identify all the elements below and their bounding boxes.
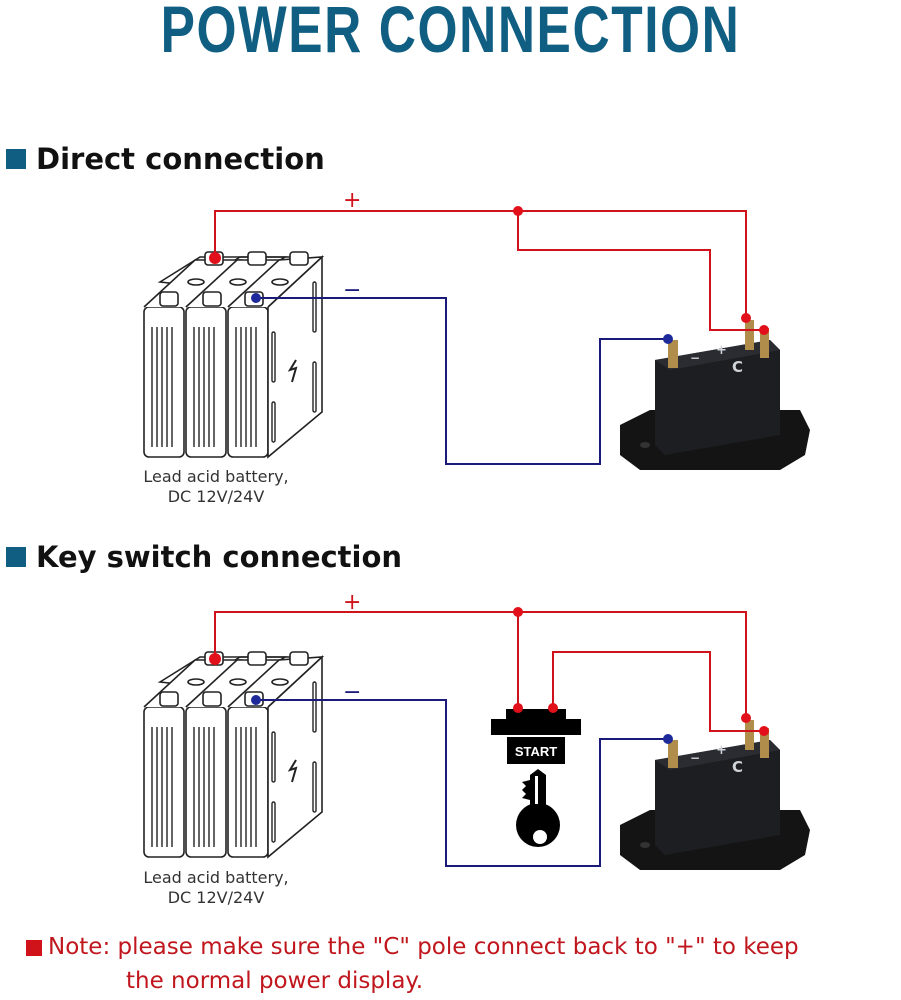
minus-label: − [343, 680, 361, 705]
switch-output-wire [552, 651, 764, 732]
battery-negative-terminal [251, 695, 261, 705]
meter-c-terminal [759, 325, 769, 335]
section-heading-direct: Direct connection [6, 142, 325, 176]
meter-plus-terminal [741, 313, 751, 323]
note-prefix: Note: [48, 934, 111, 960]
battery-label: Lead acid battery, DC 12V/24V [116, 467, 316, 507]
battery-label-line1: Lead acid battery, [143, 467, 289, 486]
battery-meter-icon [620, 720, 810, 870]
battery-positive-terminal [209, 653, 221, 665]
junction-dot [513, 607, 523, 617]
negative-wire [256, 297, 668, 465]
note: Note: please make sure the "C" pole conn… [26, 930, 799, 998]
minus-label: − [343, 278, 361, 303]
positive-wire [214, 210, 747, 318]
section-title: Key switch connection [36, 540, 403, 574]
battery-meter-icon [620, 320, 810, 470]
battery-label-line1: Lead acid battery, [143, 868, 289, 887]
meter-plus-terminal [741, 713, 751, 723]
page-title: POWER CONNECTION [160, 0, 741, 66]
note-line2: the normal power display. [126, 968, 424, 994]
meter-minus-terminal [663, 334, 673, 344]
switch-terminal-1 [513, 703, 523, 713]
start-label: START [515, 744, 557, 759]
note-line1: please make sure the "C" pole connect ba… [110, 934, 799, 960]
battery-label-line2: DC 12V/24V [167, 487, 265, 506]
negative-wire [256, 699, 668, 867]
switch-terminal-2 [548, 703, 558, 713]
bullet-square-icon [6, 547, 26, 567]
battery-positive-terminal [209, 252, 221, 264]
key-switch-icon: START [491, 709, 581, 847]
plus-label: + [343, 188, 361, 213]
battery-icon [143, 251, 323, 458]
meter-minus-terminal [663, 734, 673, 744]
battery-label: Lead acid battery, DC 12V/24V [116, 868, 316, 908]
meter-c-terminal [759, 726, 769, 736]
section-title: Direct connection [36, 142, 325, 176]
battery-icon [143, 651, 323, 858]
plus-label: + [343, 590, 361, 615]
c-pole-wire [517, 211, 764, 331]
key-switch-diagram: START + − [143, 590, 810, 870]
bullet-square-icon [6, 149, 26, 169]
battery-negative-terminal [251, 293, 261, 303]
positive-wire [214, 611, 747, 718]
battery-label-line2: DC 12V/24V [167, 888, 265, 907]
direct-connection-diagram: + − [143, 188, 810, 470]
junction-dot [513, 206, 523, 216]
bullet-square-icon [26, 939, 42, 956]
section-heading-key-switch: Key switch connection [6, 540, 402, 574]
